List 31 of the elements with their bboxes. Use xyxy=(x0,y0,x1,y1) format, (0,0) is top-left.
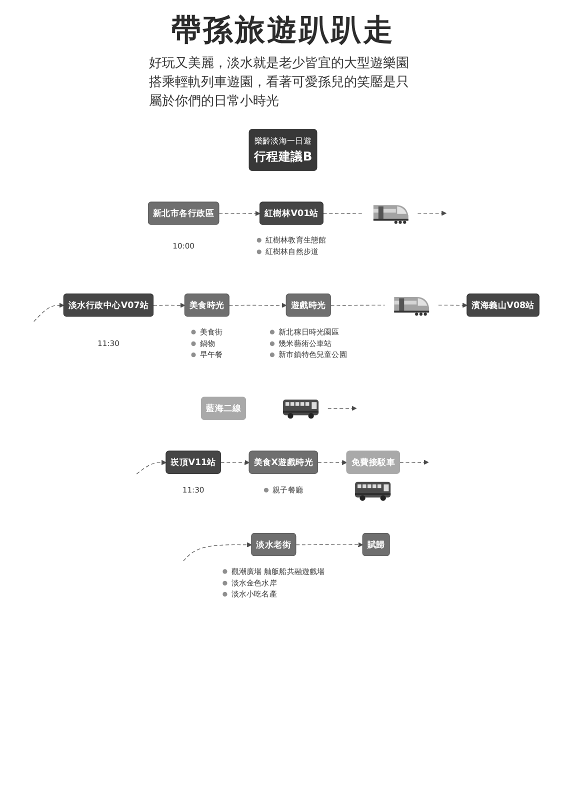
dashed-arrow xyxy=(417,210,447,216)
bus-route-tag: 免費接駁車 xyxy=(346,450,400,474)
bus-route-tag: 藍海二線 xyxy=(201,396,246,420)
stop-node: 淡水老街 xyxy=(251,532,296,556)
stop-node: 賦歸 xyxy=(362,532,390,556)
dashed-line xyxy=(323,212,364,214)
dashed-arrow xyxy=(34,302,64,322)
dashed-arrow xyxy=(183,542,252,561)
dashed-arrow xyxy=(318,459,348,465)
dashed-line xyxy=(330,304,386,306)
dashed-arrow xyxy=(400,459,429,464)
dashed-arrow xyxy=(438,302,468,308)
station-node: 淡水行政中心V07站 xyxy=(63,293,154,316)
dashed-arrow xyxy=(328,405,357,410)
stop-node: 美食X遊戲時光 xyxy=(248,450,318,474)
intro-paragraph: 好玩又美麗，淡水就是老少皆宜的大型遊樂園搭乘輕軌列車遊園，看著可愛孫兒的笑靨是只屬於你們的日常小時光 xyxy=(149,55,410,111)
stop-node: 美食時光 xyxy=(184,293,230,316)
dashed-arrow xyxy=(153,302,186,308)
station-node: 崁頂V11站 xyxy=(166,450,221,474)
stop-node: 新北市各行政區 xyxy=(148,201,220,224)
dashed-arrow xyxy=(218,210,260,216)
badge-heading: 行程建議B xyxy=(254,148,312,163)
dashed-arrow xyxy=(136,459,167,474)
station-node: 紅樹林V01站 xyxy=(260,201,324,224)
dashed-arrow xyxy=(296,542,364,547)
badge-subtitle: 樂齡淡海一日遊 xyxy=(254,136,312,146)
page-title: 帶孫旅遊趴趴走 xyxy=(171,12,395,50)
stop-node: 遊戲時光 xyxy=(286,293,331,316)
dashed-arrow xyxy=(229,302,287,308)
station-node: 濱海義山V08站 xyxy=(466,293,540,316)
dashed-arrow xyxy=(220,459,250,465)
